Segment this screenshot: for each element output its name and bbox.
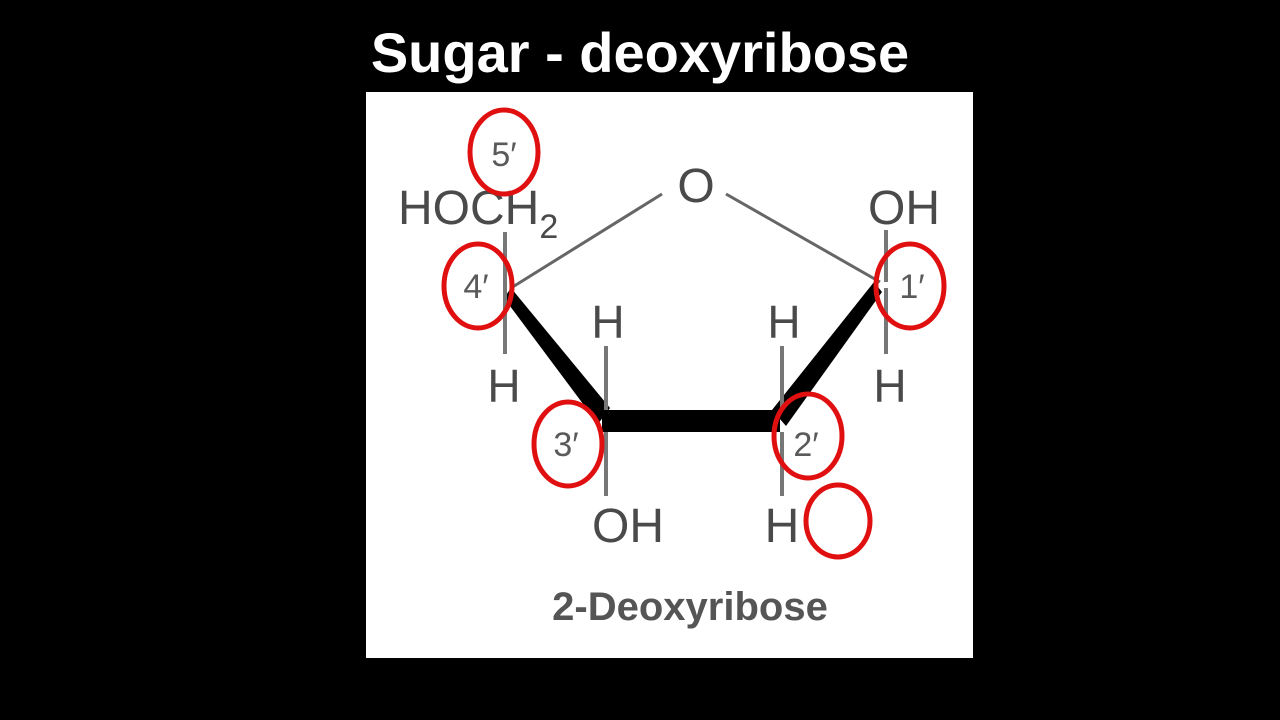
c5-group-label: HOCH2 [398,182,558,246]
highlight-position-4 [441,241,515,331]
position-2-label: 2′ [793,426,818,464]
position-4-label: 4′ [463,268,488,306]
highlight-position-2 [771,391,845,481]
c2-h-top-label: H [767,296,800,348]
c3-oh-label: OH [592,500,664,553]
c1-oh-label: OH [868,182,940,235]
deoxyribose-figure: O HOCH2 OH H H H H OH H 5′ 4′ 1′ 3′ 2′ 2… [366,92,973,658]
c3-h-label: H [591,296,624,348]
wedge-bond-c2-c1 [772,282,882,426]
structure-caption: 2-Deoxyribose [552,585,828,629]
highlight-position-3 [531,399,605,489]
ring-oxygen-label: O [677,160,714,213]
highlight-position-5 [467,107,541,197]
c5-group-subscript: 2 [539,208,558,246]
position-1-label: 1′ [899,268,924,306]
position-3-label: 3′ [553,426,578,464]
c4-h-label: H [487,360,520,412]
position-5-label: 5′ [491,136,516,174]
deoxyribose-structure: O HOCH2 OH H H H H OH H 5′ 4′ 1′ 3′ 2′ 2… [398,107,947,629]
wedge-bond-c3-c2 [602,410,780,432]
c1-h-label: H [873,360,906,412]
bond-o-c1 [725,192,881,284]
bond-c4-o [510,192,663,290]
slide-title: Sugar - deoxyribose [370,21,910,84]
wedge-bond-c4-c3 [504,288,610,424]
c2-h-bottom-label: H [765,500,800,553]
highlight-position-1 [873,241,947,331]
highlight-missing-oxygen [803,482,873,560]
